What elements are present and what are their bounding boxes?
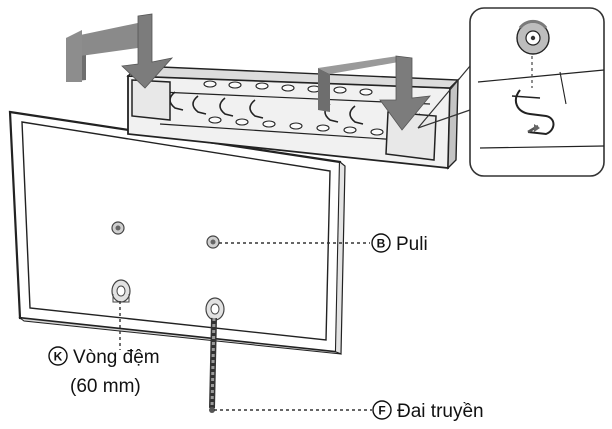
label-pulley: B Puli [371,233,428,255]
tv-screw-hole-top-left [111,221,125,235]
washer-k [111,279,131,303]
label-washer-letter: K [54,350,63,364]
arrow-left-hang [66,13,174,89]
arrow-right-hang [318,55,431,131]
label-washer: K Vòng đệm (60 mm) [48,346,160,397]
detail-inset [417,7,605,177]
tv-screw-hole-top-right [206,235,220,249]
label-belt-text: Đai truyền [397,401,484,422]
label-washer-text: Vòng đệm [73,347,160,368]
inset-pulley [516,19,550,55]
label-belt: F Đai truyền [372,400,484,422]
wall-bracket [126,65,460,170]
washer-belt-anchor [205,297,225,321]
label-pulley-text: Puli [396,234,428,255]
inset-hook [511,56,555,136]
belt-f [209,317,217,413]
label-washer-subtext: (60 mm) [70,376,141,397]
label-pulley-letter: B [377,237,386,251]
label-belt-letter: F [378,404,385,418]
tv-panel [8,110,346,355]
